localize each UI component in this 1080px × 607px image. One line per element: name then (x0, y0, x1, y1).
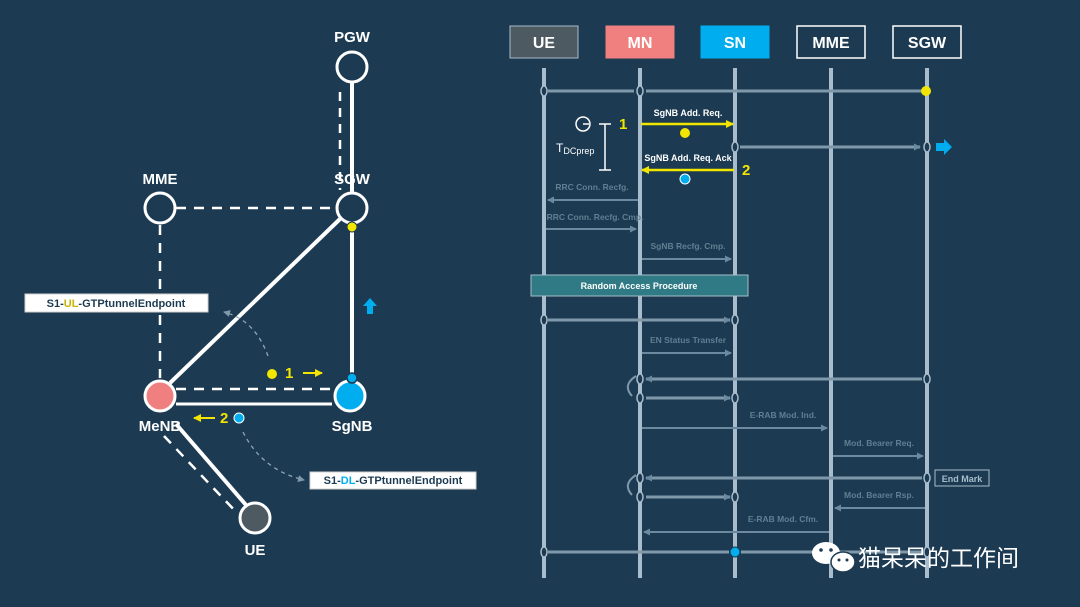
rrc-recfg-label: RRC Conn. Recfg. (555, 182, 628, 192)
bearer-node (923, 472, 931, 484)
dl-endpoint-box (309, 471, 477, 490)
timer-label: TDCprep (556, 141, 594, 156)
loop-arrow-icon (626, 474, 637, 496)
dl-endpoint-pointer (242, 431, 305, 483)
sgw-ul-endpoint-dot (921, 86, 931, 96)
sgnb-label: SgNB (332, 418, 373, 435)
entity-sgw-box (892, 25, 962, 59)
step1-dot (267, 369, 277, 379)
msg1-ul-endpoint-dot (680, 128, 690, 138)
bearer-node (731, 314, 739, 326)
random-access-box (530, 274, 749, 297)
en-status-label: EN Status Transfer (650, 335, 727, 345)
watermark-text: 猫呆呆的工作间 (858, 546, 1019, 572)
bearer-node (923, 373, 931, 385)
sgnb-cmp-label: SgNB Recfg. Cmp. (650, 241, 725, 251)
erab-ind-label: E-RAB Mod. Ind. (750, 410, 817, 420)
loop-arrow-icon (626, 375, 637, 397)
bearer-node (540, 546, 548, 558)
msg1-number: 1 (619, 116, 627, 133)
entity-sn-box (700, 25, 770, 59)
right-arrow-icon (936, 139, 952, 155)
sgnb-dl-endpoint-dot (346, 372, 358, 384)
sgw-label: SGW (334, 171, 371, 188)
watermark: 猫呆呆的工作间 (812, 542, 1019, 573)
msg2-label: SgNB Add. Req. Ack (644, 153, 732, 163)
entity-ue-label: UE (533, 35, 556, 52)
step2-dot (233, 412, 245, 424)
sn-dl-endpoint-dot (729, 546, 741, 558)
sequence-diagram: UE MN SN MME SGW TDCprep 1 SgN (509, 25, 990, 578)
topology-diagram: PGW SGW MME MeNB SgNB UE 1 2 S1-UL-GTPtu… (24, 29, 477, 559)
menb-ue-link (174, 422, 248, 507)
bearer-req-label: Mod. Bearer Req. (844, 438, 914, 448)
menb-ue-dashed-link (163, 435, 239, 515)
bearer-node (636, 491, 644, 503)
bearer-node (923, 546, 931, 558)
bearer-rsp-label: Mod. Bearer Rsp. (844, 490, 914, 500)
pgw-node (335, 50, 369, 84)
bearer-node (731, 491, 739, 503)
timer-icon (575, 116, 591, 132)
bearer-node (731, 141, 739, 153)
bearer-node (636, 373, 644, 385)
random-access-label: Random Access Procedure (581, 281, 698, 291)
entity-ue-box (509, 25, 579, 59)
sgnb-node (333, 379, 367, 413)
menb-label: MeNB (139, 418, 182, 435)
mme-node (143, 191, 177, 225)
menb-node (143, 379, 177, 413)
bearer-node (636, 392, 644, 404)
entity-mme-label: MME (812, 35, 850, 52)
ul-endpoint-label: S1-UL-GTPtunnelEndpoint (47, 298, 186, 310)
rrc-cmp-label: RRC Conn. Recfg. Cmp. (547, 212, 644, 222)
ue-label: UE (245, 542, 266, 559)
bearer-node (540, 85, 548, 97)
erab-cfm-label: E-RAB Mod. Cfm. (748, 514, 818, 524)
dl-endpoint-label: S1-DL-GTPtunnelEndpoint (324, 475, 463, 487)
entity-mme-box (796, 25, 866, 59)
sgw-node (335, 191, 369, 225)
end-mark-label: End Mark (942, 474, 984, 484)
step1-number: 1 (285, 365, 293, 382)
entity-sn-label: SN (724, 35, 746, 52)
entity-sgw-label: SGW (908, 35, 947, 52)
end-mark-box (934, 469, 990, 487)
msg1-label: SgNB Add. Req. (654, 108, 723, 118)
pgw-label: PGW (334, 29, 371, 46)
entity-mn-box (605, 25, 675, 59)
ul-endpoint-box (24, 293, 209, 313)
bearer-node (636, 85, 644, 97)
mme-label: MME (143, 171, 178, 188)
bearer-node (636, 472, 644, 484)
msg2-dl-endpoint-dot (679, 173, 691, 185)
entity-mn-label: MN (628, 35, 653, 52)
bearer-node (731, 392, 739, 404)
step2-number: 2 (220, 410, 228, 427)
bearer-node (540, 314, 548, 326)
ul-endpoint-pointer (223, 310, 269, 357)
sgw-menb-link (168, 217, 342, 385)
sgw-ul-endpoint-dot (346, 221, 358, 233)
ue-node (238, 501, 272, 535)
uplink-arrow-icon (363, 298, 377, 314)
wechat-icon (812, 542, 856, 573)
msg2-number: 2 (742, 162, 750, 179)
bearer-node (923, 141, 931, 153)
